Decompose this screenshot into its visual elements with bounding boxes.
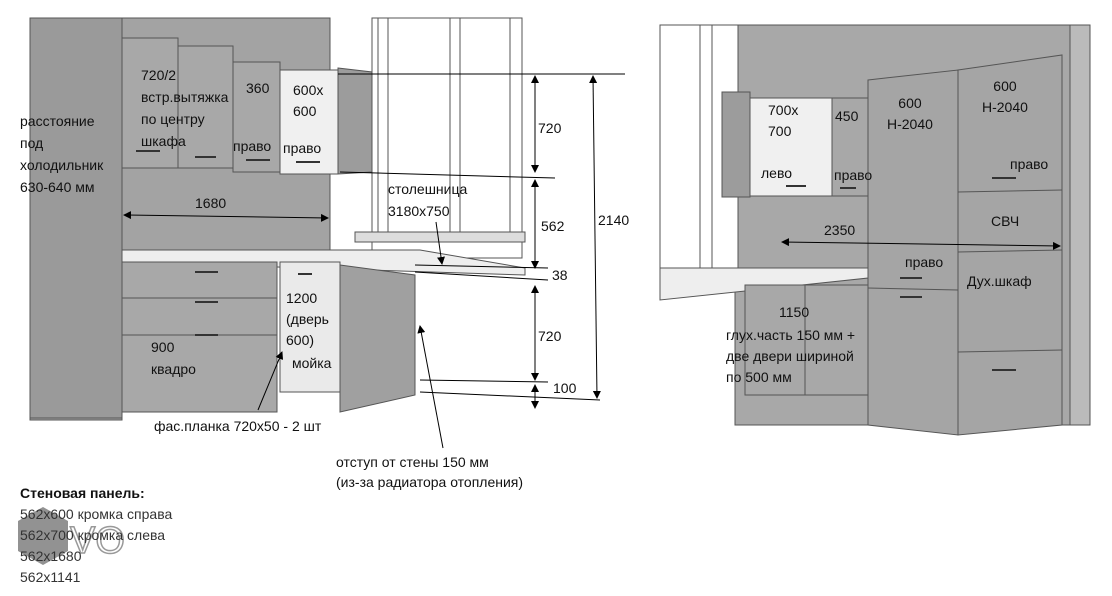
label-base-note: глух.часть 150 мм + две двери шириной по… bbox=[726, 327, 856, 385]
label-sink: мойка bbox=[292, 355, 332, 371]
label-filler: фас.планка 720х50 - 2 шт bbox=[154, 418, 322, 434]
dim-countertop-thickness: 38 bbox=[552, 267, 568, 283]
label-upper-450: 450 bbox=[835, 108, 859, 124]
label-tall-1-hinge: право bbox=[905, 254, 944, 270]
wall-panel-item: 562х600 кромка справа bbox=[20, 506, 173, 522]
label-hood-cabinet: 720/2 встр.вытяжка по центру шкафа bbox=[141, 67, 229, 149]
dim-backsplash: 562 bbox=[541, 218, 565, 234]
label-microwave: СВЧ bbox=[991, 213, 1020, 229]
label-cabinet-600-hinge: право bbox=[283, 140, 322, 156]
label-tall-2: 600 Н-2040 bbox=[982, 78, 1028, 115]
label-tall-1: 600 Н-2040 bbox=[887, 95, 933, 132]
label-wall-width-right: 2350 bbox=[824, 222, 856, 238]
label-oven: Дух.шкаф bbox=[967, 273, 1032, 289]
wall-panel-list: Стеновая панель: 562х600 кромка справа 5… bbox=[20, 483, 172, 588]
label-wall-width-left: 1680 bbox=[195, 195, 227, 211]
label-cabinet-600: 600х 600 bbox=[293, 82, 324, 119]
label-upper-700: 700х 700 bbox=[768, 102, 799, 139]
wall-panel-item: 562х1141 bbox=[20, 569, 81, 585]
label-sink-cabinet: 1200 (дверь 600) bbox=[286, 290, 329, 348]
wall-panel-item: 562х700 кромка слева bbox=[20, 527, 166, 543]
dim-upper-height: 720 bbox=[538, 120, 562, 136]
label-upper-450-hinge: право bbox=[834, 167, 873, 183]
wall-panel-item: 562х1680 bbox=[20, 548, 82, 564]
dim-base-height: 720 bbox=[538, 328, 562, 344]
dim-total-height: 2140 bbox=[598, 212, 630, 228]
dim-plinth: 100 bbox=[553, 380, 577, 396]
label-base-width: 1150 bbox=[779, 304, 810, 320]
label-cabinet-360: 360 bbox=[246, 80, 270, 96]
label-wall-offset: отступ от стены 150 мм (из-за радиатора … bbox=[336, 454, 524, 490]
left-scene bbox=[29, 17, 625, 449]
svg-text:VO: VO bbox=[70, 520, 125, 562]
label-tall-2-hinge: право bbox=[1010, 156, 1049, 172]
wall-panel-title: Стеновая панель: bbox=[20, 485, 145, 501]
label-fridge-gap: расстояние под холодильник 630-640 мм bbox=[20, 113, 104, 195]
label-drawer-cabinet: 900 квадро bbox=[151, 339, 196, 377]
label-countertop: столешница 3180х750 bbox=[388, 181, 468, 219]
label-cabinet-360-hinge: право bbox=[233, 138, 272, 154]
label-upper-700-hinge: лево bbox=[761, 165, 793, 181]
right-scene bbox=[659, 24, 1091, 436]
evo-watermark-logo: VO bbox=[18, 507, 126, 565]
